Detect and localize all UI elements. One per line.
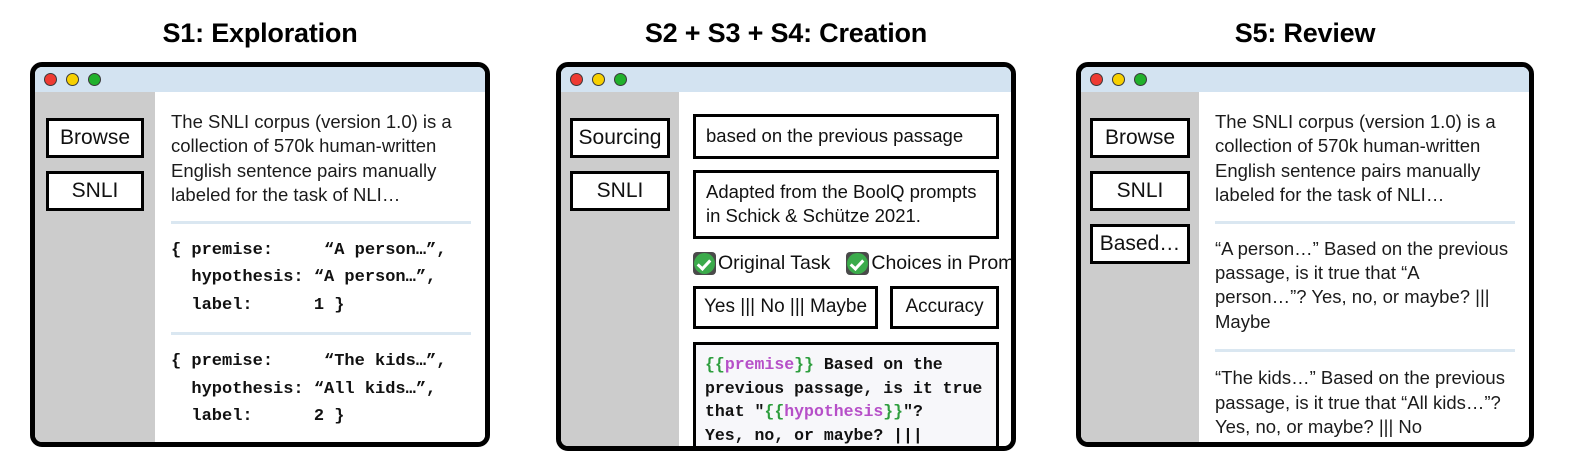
metric-button[interactable]: Accuracy <box>890 286 999 330</box>
maximize-button-icon[interactable] <box>1134 73 1147 86</box>
window-body: Browse SNLI Based… The SNLI corpus (vers… <box>1081 92 1529 442</box>
window-body: Browse SNLI The SNLI corpus (version 1.0… <box>35 92 485 442</box>
minimize-button-icon[interactable] <box>592 73 605 86</box>
sidebar-item-snli[interactable]: SNLI <box>46 171 144 211</box>
sidebar: Browse SNLI <box>35 92 155 442</box>
prompt-config-row: Yes ||| No ||| Maybe Accuracy <box>693 286 999 330</box>
example-record: { premise: “The kids…”, hypothesis: “All… <box>171 352 447 427</box>
panel-review: S5: Review Browse SNLI Based… The SNLI c… <box>1076 0 1534 464</box>
content-area: The SNLI corpus (version 1.0) is a colle… <box>1199 92 1529 442</box>
close-button-icon[interactable] <box>570 73 583 86</box>
content-area: The SNLI corpus (version 1.0) is a colle… <box>155 92 485 442</box>
panel-creation: S2 + S3 + S4: Creation Sourcing SNLI bas… <box>556 0 1016 464</box>
window-creation: Sourcing SNLI based on the previous pass… <box>556 62 1016 451</box>
answer-choices-button[interactable]: Yes ||| No ||| Maybe <box>693 286 879 330</box>
sidebar-item-sourcing[interactable]: Sourcing <box>570 118 670 158</box>
prompt-reference-input[interactable]: Adapted from the BoolQ prompts in Schick… <box>693 170 999 240</box>
checkbox-original-task-icon[interactable] <box>693 252 716 276</box>
checkbox-choices-in-prompt-label: Choices in Prompt <box>871 252 1011 275</box>
maximize-button-icon[interactable] <box>614 73 627 86</box>
panel-title-review: S5: Review <box>1234 18 1376 48</box>
prompt-flags-row: Original Task Choices in Prompt <box>693 252 1011 276</box>
sidebar: Browse SNLI Based… <box>1081 92 1199 442</box>
sidebar-item-browse[interactable]: Browse <box>46 118 144 158</box>
sidebar-item-snli[interactable]: SNLI <box>1090 171 1190 211</box>
divider <box>171 332 471 336</box>
titlebar <box>35 67 485 92</box>
sidebar-item-prompt[interactable]: Based… <box>1090 224 1190 264</box>
dataset-description: The SNLI corpus (version 1.0) is a colle… <box>1215 111 1496 206</box>
minimize-button-icon[interactable] <box>1112 73 1125 86</box>
sidebar-item-browse[interactable]: Browse <box>1090 118 1190 158</box>
prompt-name-input[interactable]: based on the previous passage <box>693 114 999 160</box>
rendered-example: “A person…” Based on the previous passag… <box>1215 237 1509 332</box>
panel-title-creation: S2 + S3 + S4: Creation <box>644 18 928 48</box>
example-record: { premise: “A person…”, hypothesis: “A p… <box>171 240 447 315</box>
panel-exploration: S1: Exploration Browse SNLI The SNLI cor… <box>30 0 490 464</box>
divider <box>171 220 471 224</box>
minimize-button-icon[interactable] <box>66 73 79 86</box>
window-body: Sourcing SNLI based on the previous pass… <box>561 92 1011 446</box>
checkbox-original-task-label: Original Task <box>718 252 831 275</box>
titlebar <box>561 67 1011 92</box>
maximize-button-icon[interactable] <box>88 73 101 86</box>
dataset-description: The SNLI corpus (version 1.0) is a colle… <box>171 111 452 206</box>
close-button-icon[interactable] <box>1090 73 1103 86</box>
divider <box>1215 349 1515 353</box>
sidebar: Sourcing SNLI <box>561 92 679 446</box>
sidebar-item-snli[interactable]: SNLI <box>570 171 670 211</box>
panel-title-exploration: S1: Exploration <box>162 18 358 48</box>
divider <box>1215 220 1515 224</box>
rendered-example: “The kids…” Based on the previous passag… <box>1215 367 1505 438</box>
titlebar <box>1081 67 1529 92</box>
window-review: Browse SNLI Based… The SNLI corpus (vers… <box>1076 62 1534 447</box>
jinja-template-editor[interactable]: {{premise}} Based on the previous passag… <box>693 342 999 446</box>
content-area: based on the previous passage Adapted fr… <box>679 92 1011 446</box>
window-exploration: Browse SNLI The SNLI corpus (version 1.0… <box>30 62 490 447</box>
checkbox-choices-in-prompt-icon[interactable] <box>846 252 870 276</box>
close-button-icon[interactable] <box>44 73 57 86</box>
